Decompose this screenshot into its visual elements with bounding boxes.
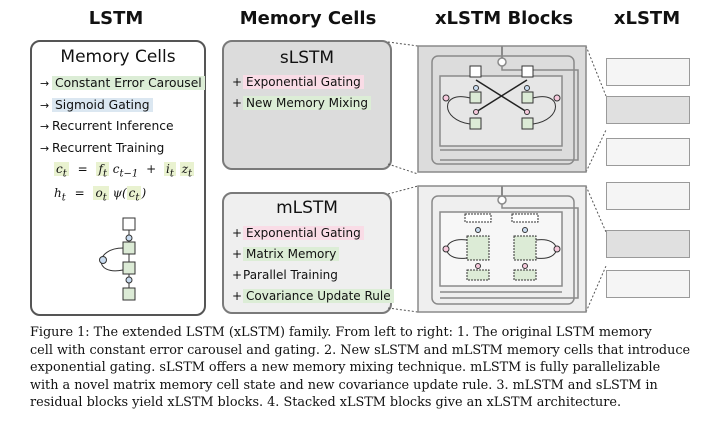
xlstm-stack-layer [606,58,690,86]
mlstm-feature-item: +Exponential Gating [232,223,394,244]
lstm-panel-heading: Memory Cells [60,47,176,67]
lstm-feature-item: →Recurrent Inference [40,119,174,133]
xlstm-stack-layer [606,182,690,210]
slstm-panel-heading: sLSTM [279,48,335,68]
slstm-feature-item: +Exponential Gating [232,72,371,93]
slstm-feature-list: +Exponential Gating +New Memory Mixing [232,72,371,113]
xlstm-stack-layer [606,230,690,258]
caption-line: exponential gating. sLSTM offers a new m… [30,360,661,376]
figure-caption: Figure 1: The extended LSTM (xLSTM) fami… [30,324,700,412]
residual-add-icon [497,195,507,205]
slstm-feature-item: +New Memory Mixing [232,93,371,114]
column-title-memory-cells: Memory Cells [239,8,377,29]
caption-line: cell with constant error carousel and ga… [30,342,691,358]
mlstm-feature-item: +Covariance Update Rule [232,286,394,307]
hidden-state-equation: ht = ot ψ(ct) [54,186,147,204]
output-gate-dot [125,234,133,242]
lstm-feature-item: →Recurrent Training [40,140,165,155]
column-title-lstm: LSTM [88,8,144,29]
caption-line: with a novel matrix memory cell state an… [30,377,658,393]
xlstm-stack-layer [606,96,690,124]
mlstm-feature-item: +Matrix Memory [232,244,394,265]
mlstm-feature-list: +Exponential Gating +Matrix Memory +Para… [232,223,394,307]
xlstm-stack-layer [606,270,690,298]
mlstm-block [417,185,587,313]
column-title-xlstm: xLSTM [613,8,681,29]
lstm-cell-diagram [99,217,136,301]
slstm-panel: sLSTM +Exponential Gating +New Memory Mi… [222,40,392,170]
mlstm-panel: mLSTM +Exponential Gating +Matrix Memory… [222,192,394,314]
mlstm-panel-heading: mLSTM [276,198,338,218]
mlstm-feature-item: +Parallel Training [232,268,338,282]
lstm-feature-item: →Constant Error Carousel [40,73,205,95]
residual-add-icon [497,57,507,67]
lstm-feature-list: →Constant Error Carousel →Sigmoid Gating… [40,73,205,159]
cell-state-equation: ct = ft ct−1 + it zt [54,162,195,180]
caption-line: residual blocks yield xLSTM blocks. 4. S… [30,395,622,411]
block-to-stack-connectors [585,45,607,313]
caption-line: Figure 1: The extended LSTM (xLSTM) fami… [30,325,652,340]
xlstm-stack-layer [606,138,690,166]
slstm-block [417,45,587,173]
input-gate-dot [125,276,133,284]
memory-to-block-connectors [387,41,419,313]
lstm-feature-item: →Sigmoid Gating [40,95,205,117]
lstm-panel: Memory Cells →Constant Error Carousel →S… [30,40,206,316]
recurrent-gate-dot [99,256,107,264]
architecture-diagram [387,41,607,313]
column-title-xlstm-blocks: xLSTM Blocks [434,8,574,29]
